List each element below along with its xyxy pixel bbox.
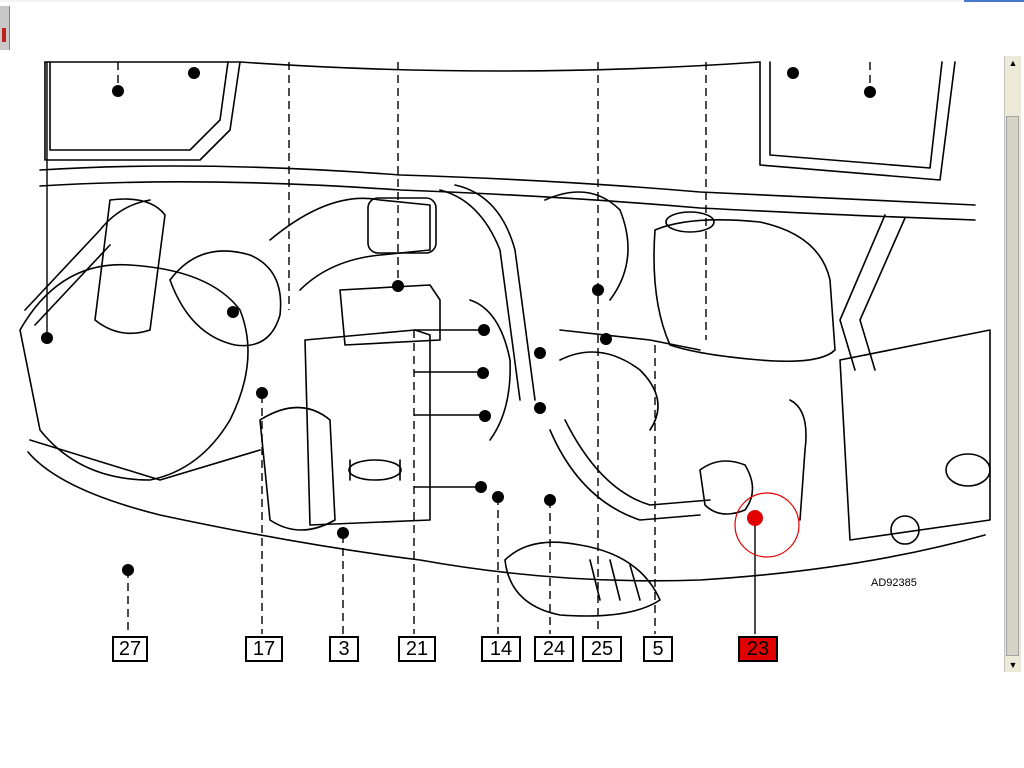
- intake-pipe-collar: [367, 197, 437, 254]
- titlebar-accent: [964, 0, 1024, 2]
- dot-3: [337, 527, 349, 539]
- scroll-thumb[interactable]: [1006, 116, 1019, 656]
- fuel-line: [469, 299, 511, 441]
- highlight-ring-23: [734, 492, 800, 558]
- hose-vertical-23: [789, 399, 807, 521]
- vacuum-hose-1: [439, 189, 521, 401]
- callout-23-selected[interactable]: 23: [738, 636, 778, 662]
- dot-25: [592, 284, 604, 296]
- callout-27[interactable]: 27: [112, 636, 148, 662]
- pipe-bracket: [559, 329, 701, 351]
- dot-top-right-2: [787, 67, 799, 79]
- dot-left-edge: [41, 332, 53, 344]
- right-strut-housing-inner: [769, 61, 943, 169]
- cowl-line-1: [39, 165, 976, 206]
- dot-24: [544, 494, 556, 506]
- alternator-fins: [589, 559, 641, 601]
- callout-24[interactable]: 24: [534, 636, 574, 662]
- callout-21[interactable]: 21: [398, 636, 436, 662]
- coolant-hose-a: [559, 351, 659, 431]
- left-toolbar-gadget[interactable]: [0, 6, 10, 50]
- intake-pipe: [269, 197, 431, 291]
- callout-3[interactable]: 3: [329, 636, 359, 662]
- dot-top-left-1: [112, 85, 124, 97]
- dot-top-a: [227, 306, 239, 318]
- dot-21-a: [478, 324, 490, 336]
- lower-hose-a: [549, 429, 701, 521]
- hose-elbow-23: [699, 460, 754, 515]
- cylinder-head: [304, 329, 431, 526]
- brake-line-1: [839, 214, 886, 371]
- left-strut-housing: [44, 61, 241, 161]
- lower-hose-b: [564, 419, 711, 506]
- air-flow-sensor: [169, 250, 282, 347]
- intake-manifold-top: [339, 284, 441, 346]
- alternator: [504, 541, 661, 617]
- dot-17: [256, 387, 268, 399]
- brake-reservoir-cap: [945, 453, 991, 487]
- dot-mid-2: [534, 402, 546, 414]
- expansion-tank-cap: [665, 211, 715, 233]
- scroll-down-arrow-icon[interactable]: ▼: [1005, 658, 1021, 672]
- left-gadget-marker: [2, 28, 6, 42]
- dot-top-left-2: [188, 67, 200, 79]
- bulkhead-top: [44, 61, 761, 72]
- dot-5: [600, 333, 612, 345]
- window-top-strip: [0, 0, 1024, 2]
- left-fender-edge: [29, 439, 261, 481]
- wiring-harness-left: [24, 199, 151, 311]
- callout-25[interactable]: 25: [582, 636, 622, 662]
- dot-top-b: [392, 280, 404, 292]
- dot-21-c: [479, 410, 491, 422]
- vertical-scrollbar[interactable]: ▲ ▼: [1004, 56, 1021, 672]
- cowl-line-2: [39, 181, 976, 221]
- right-strut-housing: [759, 61, 956, 181]
- engine-bay-diagram: [19, 61, 991, 634]
- timing-cover: [259, 406, 336, 531]
- abs-unit-area: [839, 329, 991, 541]
- abs-connector: [890, 515, 920, 545]
- coolant-expansion-tank: [653, 219, 836, 363]
- vacuum-hose-2: [454, 184, 536, 401]
- dot-21-d: [475, 481, 487, 493]
- dot-14: [492, 491, 504, 503]
- bay-lower-outline: [27, 451, 986, 582]
- oil-filler-cap-sides: [349, 459, 401, 481]
- callout-14[interactable]: 14: [481, 636, 521, 662]
- dot-21-b: [477, 367, 489, 379]
- intake-hose: [94, 198, 166, 335]
- dot-mid-1: [534, 347, 546, 359]
- scroll-up-arrow-icon[interactable]: ▲: [1005, 56, 1021, 70]
- air-box: [19, 263, 249, 481]
- left-strut-housing-inner: [49, 61, 229, 151]
- dot-top-right-1: [864, 86, 876, 98]
- highlight-dot-23[interactable]: [747, 510, 763, 526]
- upper-hose: [544, 191, 629, 301]
- brake-line-2: [859, 217, 906, 371]
- callout-17[interactable]: 17: [245, 636, 283, 662]
- dot-27: [122, 564, 134, 576]
- figure-reference-code: AD92385: [871, 577, 917, 589]
- oil-filler-cap: [348, 459, 402, 481]
- callout-5[interactable]: 5: [643, 636, 673, 662]
